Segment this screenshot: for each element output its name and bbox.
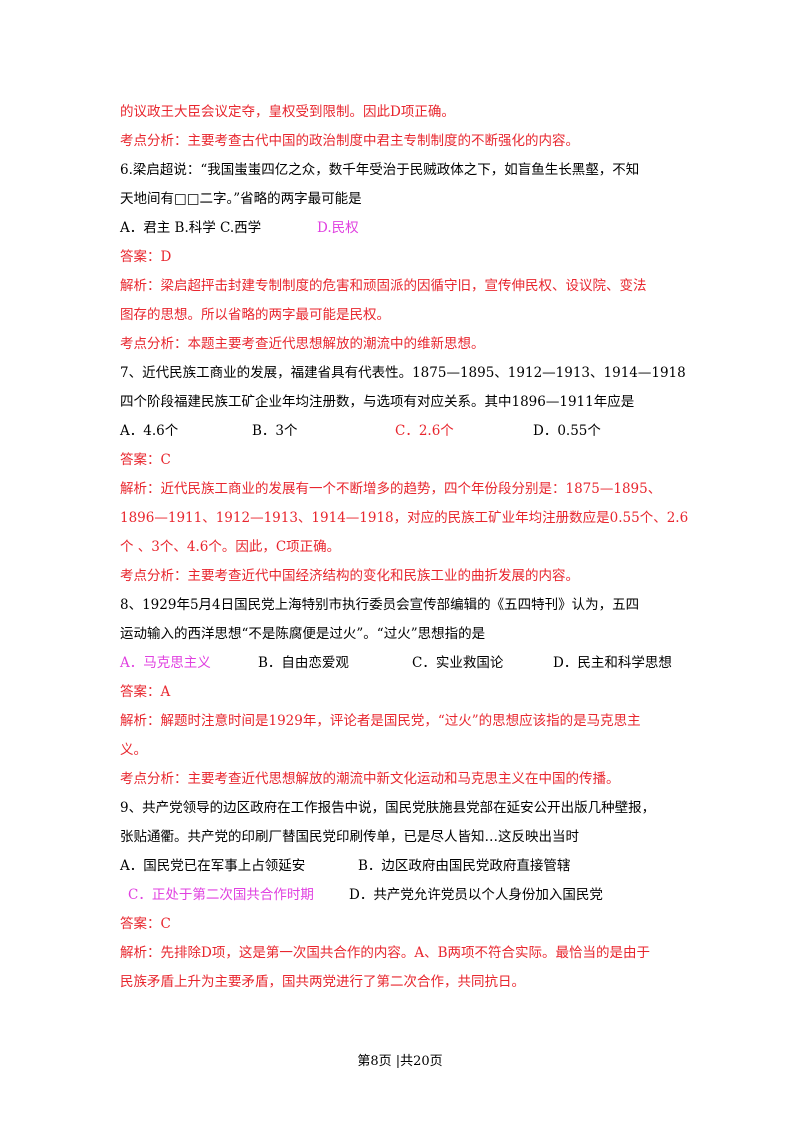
question-7-answer: 答案：C (120, 452, 171, 468)
question-8-answer: 答案：A (120, 684, 171, 700)
question-8-explanation: 解析：解题时注意时间是1929年，评论者是国民党，“过火”的思想应该指的是马克思… (120, 713, 641, 729)
question-8-text: 8、1929年5月4日国民党上海特别市执行委员会宣传部编辑的《五四特刊》认为，五… (120, 597, 640, 613)
question-7-option-c: C．2.6个 (395, 423, 454, 439)
question-6-text: 6.梁启超说：“我国蚩蚩四亿之众，数千年受治于民贼政体之下，如盲鱼生长黑壑，不知 (120, 162, 640, 178)
question-7-option-d: D．0.55个 (533, 423, 601, 439)
question-9-answer: 答案：C (120, 916, 171, 932)
question-8-option-a: A．马克思主义 (120, 655, 211, 671)
question-9-explanation: 解析：先排除D项，这是第一次国共合作的内容。A、B两项不符合实际。最恰当的是由于 (120, 945, 650, 961)
question-8-key-point: 考点分析：主要考查近代思想解放的潮流中新文化运动和马克思主义在中国的传播。 (120, 771, 620, 787)
question-7-option-a: A．4.6个 (120, 423, 179, 439)
question-6-answer: 答案：D (120, 249, 172, 265)
question-8-explanation: 义。 (120, 742, 147, 758)
question-7-text: 7、近代民族工商业的发展，福建省具有代表性。1875—1895、1912—191… (120, 365, 686, 381)
question-7-text: 四个阶段福建民族工矿企业年均注册数，与选项有对应关系。其中1896—1911年应… (120, 394, 635, 410)
question-9-text: 9、共产党领导的边区政府在工作报告中说，国民党肤施县党部在延安公开出版几种壁报， (120, 800, 656, 816)
question-8-option-b: B．自由恋爱观 (258, 655, 349, 671)
question-9-text: 张贴通衢。共产党的印刷厂替国民党印刷传单，已是尽人皆知…这反映出当时 (120, 829, 579, 845)
question-8-option-d: D．民主和科学思想 (553, 655, 672, 671)
question-7-option-b: B．3个 (252, 423, 298, 439)
question-9-option-d: D．共产党允许党员以个人身份加入国民党 (349, 887, 603, 903)
explanation-line: 的议政王大臣会议定夺，皇权受到限制。因此D项正确。 (120, 104, 455, 120)
question-6-key-point: 考点分析：本题主要考查近代思想解放的潮流中的维新思想。 (120, 336, 485, 352)
question-6-options: A．君主 B.科学 C.西学 (120, 220, 262, 236)
question-6-option-d: D.民权 (317, 220, 359, 236)
question-8-text: 运动输入的西洋思想“不是陈腐便是过火”。“过火”思想指的是 (120, 626, 486, 642)
question-8-option-c: C．实业救国论 (412, 655, 504, 671)
question-9-option-b: B．边区政府由国民党政府直接管辖 (358, 858, 571, 874)
question-7-explanation: 个 、3个、4.6个。因此，C项正确。 (120, 539, 341, 555)
question-9-option-c: C．正处于第二次国共合作时期 (128, 887, 314, 903)
question-7-explanation: 解析：近代民族工商业的发展有一个不断增多的趋势，四个年份段分别是：1875—18… (120, 481, 662, 497)
question-6-explanation: 解析：梁启超抨击封建专制制度的危害和顽固派的因循守旧，宣传伸民权、设议院、变法 (120, 278, 647, 294)
question-7-explanation: 1896—1911、1912—1913、1914—1918，对应的民族工矿业年均… (120, 510, 689, 526)
page-footer: 第8页 |共20页 (357, 1054, 443, 1069)
question-9-explanation: 民族矛盾上升为主要矛盾，国共两党进行了第二次合作，共同抗日。 (120, 974, 525, 990)
question-7-key-point: 考点分析：主要考查近代中国经济结构的变化和民族工业的曲折发展的内容。 (120, 568, 579, 584)
key-point-analysis: 考点分析：主要考查古代中国的政治制度中君主专制制度的不断强化的内容。 (120, 133, 579, 149)
question-9-option-a: A．国民党已在军事上占领延安 (120, 858, 306, 874)
question-6-text: 天地间有□□二字。”省略的两字最可能是 (120, 191, 362, 207)
question-6-explanation: 图存的思想。所以省略的两字最可能是民权。 (120, 307, 390, 323)
